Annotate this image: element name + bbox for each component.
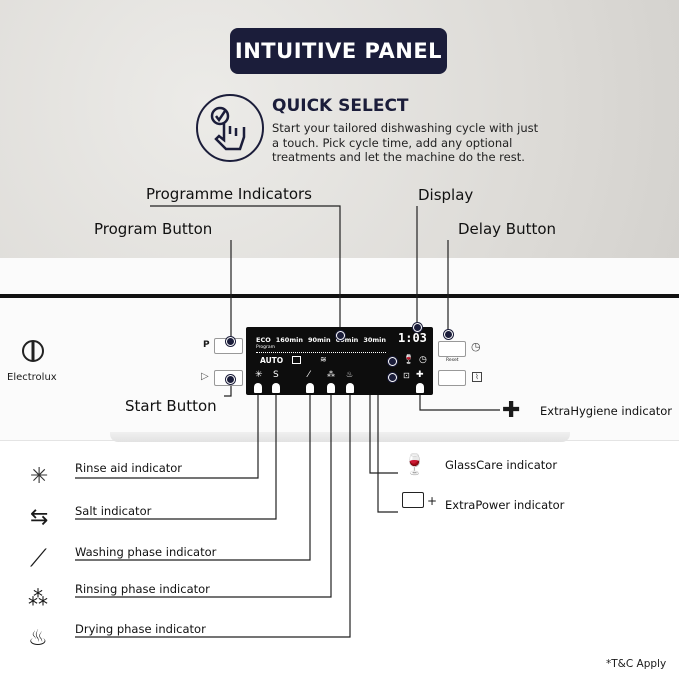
- program-160: 160min: [275, 336, 303, 344]
- rinsing-icon: ⁂: [327, 370, 335, 379]
- time-display: 1:03: [398, 331, 427, 345]
- salt-icon: S: [273, 370, 279, 380]
- plus-icon: +: [427, 494, 438, 508]
- delay-button[interactable]: [438, 341, 466, 357]
- callout-rinse-aid: Rinse aid indicator: [75, 461, 183, 475]
- quick-wash-icon: ≋: [320, 355, 327, 364]
- callout-rinsing: Rinsing phase indicator: [75, 582, 210, 596]
- start-label: ▷: [201, 371, 209, 382]
- salt-led: [272, 383, 280, 393]
- callout-programme-indicators: Programme Indicators: [146, 185, 312, 203]
- drying-icon: ♨: [346, 370, 354, 379]
- extrahygiene-led: [416, 383, 424, 393]
- reset-label: Reset: [446, 358, 459, 363]
- rinse-aid-icon: ✳: [255, 370, 263, 380]
- start-button-marker: [226, 375, 235, 384]
- callout-glasscare: GlassCare indicator: [445, 458, 558, 472]
- touch-hand-icon: [196, 94, 264, 162]
- salt-icon-large: ⇆: [30, 505, 49, 530]
- drying-led: [346, 383, 354, 393]
- option-icon: ⌇: [472, 372, 482, 382]
- callout-start-button: Start Button: [125, 397, 217, 415]
- programme-indicator-marker: [336, 331, 345, 340]
- brand-name: Electrolux: [7, 372, 57, 383]
- callout-program-button: Program Button: [94, 220, 213, 238]
- glasscare-icon: 🍷: [403, 355, 415, 365]
- rinsing-icon-large: ⁂: [28, 586, 48, 610]
- page-title: INTUITIVE PANEL: [230, 28, 447, 74]
- rinse-aid-led: [254, 383, 262, 393]
- glasscare-icon-large: 🍷: [402, 452, 427, 476]
- program-60: 60min: [335, 336, 359, 344]
- callout-extrahygiene: ExtraHygiene indicator: [540, 404, 673, 418]
- display-marker: [413, 323, 422, 332]
- callout-delay-button: Delay Button: [458, 220, 557, 238]
- program-caption: Program: [256, 345, 275, 350]
- extrahygiene-icon: ✚: [416, 370, 424, 380]
- program-eco: ECO: [256, 336, 271, 344]
- delay-button-marker: [444, 330, 453, 339]
- extrapower-icon: ⊡: [403, 371, 410, 380]
- door-handle: [110, 432, 570, 442]
- program-progress: [256, 352, 386, 353]
- footnote: *T&C Apply: [606, 658, 667, 670]
- extrapower-marker: [388, 373, 397, 382]
- program-90: 90min: [307, 336, 331, 344]
- rinsing-led: [327, 383, 335, 393]
- callout-washing: Washing phase indicator: [75, 545, 217, 559]
- drying-icon-large: ♨: [28, 626, 48, 651]
- tablet-icon: [292, 356, 301, 364]
- quick-select-title: QUICK SELECT: [272, 96, 409, 116]
- extrahygiene-icon-large: ✚: [502, 398, 521, 423]
- callout-display: Display: [418, 186, 474, 204]
- program-label: P: [203, 340, 210, 350]
- option-button[interactable]: [438, 370, 466, 386]
- auto-program: AUTO: [260, 356, 284, 365]
- extrapower-icon-large: [402, 492, 424, 508]
- delay-clock-icon: ◷: [471, 340, 481, 353]
- program-button-marker: [226, 337, 235, 346]
- rinse-aid-icon-large: ✳: [30, 464, 49, 489]
- washing-led: [306, 383, 314, 393]
- callout-drying: Drying phase indicator: [75, 622, 206, 636]
- washing-icon-large: ⟋: [30, 544, 47, 572]
- washing-icon: ⁄: [308, 370, 310, 380]
- callout-extrapower: ExtraPower indicator: [445, 498, 565, 512]
- program-row: ECO 160min 90min 60min 30min: [256, 337, 386, 344]
- glasscare-marker: [388, 357, 397, 366]
- program-30: 30min: [363, 336, 387, 344]
- clock-icon: ◷: [419, 355, 427, 365]
- electrolux-logo-icon: [22, 340, 44, 362]
- callout-salt: Salt indicator: [75, 504, 152, 518]
- quick-select-description: Start your tailored dishwashing cycle wi…: [272, 121, 539, 164]
